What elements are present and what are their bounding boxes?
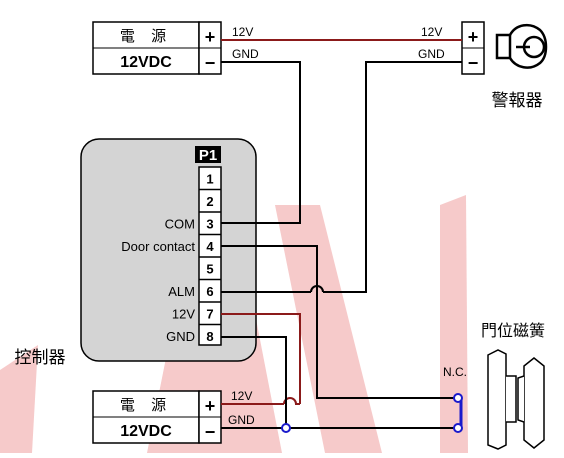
pin-number: 5 <box>206 261 213 276</box>
alarm-plus: + <box>468 27 479 47</box>
alarm-terminal: + − <box>461 21 485 75</box>
wire-12v-crossover <box>283 397 300 405</box>
pin-number: 6 <box>206 284 213 299</box>
psu-top-minus: − <box>205 53 216 73</box>
pin-label: COM <box>165 216 195 231</box>
psu-bottom-plus: + <box>205 396 216 416</box>
controller-header: P1 <box>199 147 217 164</box>
junctions <box>281 393 463 433</box>
door-sensor-icon <box>487 349 545 450</box>
psu-top-title: 電 源 <box>120 28 172 45</box>
pin-number: 8 <box>206 329 213 344</box>
wire-label-bottom-12v: 12V <box>231 389 252 403</box>
psu-bottom-voltage: 12VDC <box>120 423 172 440</box>
pin-label: 12V <box>172 306 195 321</box>
wire-label-alarm-gnd: GND <box>418 47 445 61</box>
siren-icon <box>495 23 548 69</box>
wire-alarm-gnd-alm <box>323 61 462 293</box>
wire-top-gnd-com <box>221 61 301 224</box>
wire-label-top-12v: 12V <box>232 25 253 39</box>
pin-number: 3 <box>206 216 213 231</box>
pin-label: Door contact <box>121 239 195 254</box>
wire-label-bottom-gnd: GND <box>228 413 255 427</box>
psu-bottom: 電 源 12VDC + − <box>92 390 222 444</box>
psu-bottom-title: 電 源 <box>120 397 172 414</box>
junction-nc-top <box>453 393 463 403</box>
door-sensor-nc: N.C. <box>443 365 467 379</box>
wires <box>221 39 462 429</box>
psu-bottom-minus: − <box>205 422 216 442</box>
psu-top-plus: + <box>205 27 216 47</box>
controller-pins: 1 2 3 COM 4 Door contact 5 6 ALM 7 12V 8 GND <box>121 171 221 344</box>
junction-nc-bottom <box>453 423 463 433</box>
wire-ctrl-12v <box>221 313 301 404</box>
psu-top: 電 源 12VDC + − <box>92 21 222 75</box>
pin-number: 7 <box>206 306 213 321</box>
pin-number: 1 <box>206 171 213 186</box>
wire-label-top-gnd: GND <box>232 47 259 61</box>
wire-ctrl-gnd <box>221 336 287 428</box>
door-sensor-label: 門位磁簧 <box>481 321 545 340</box>
wire-label-alarm-12v: 12V <box>421 25 442 39</box>
controller-label: 控制器 <box>15 348 66 367</box>
controller: P1 1 2 3 COM 4 Door contact 5 6 ALM 7 12V 8 GND <box>80 138 257 362</box>
junction-gnd <box>281 423 291 433</box>
alarm-label: 警報器 <box>492 91 543 110</box>
pin-label: ALM <box>168 284 195 299</box>
wire-door-contact <box>221 245 458 399</box>
pin-label: GND <box>166 329 195 344</box>
alarm-minus: − <box>468 53 479 73</box>
psu-top-voltage: 12VDC <box>120 54 172 71</box>
pin-number: 2 <box>206 194 213 209</box>
pin-number: 4 <box>206 239 214 254</box>
